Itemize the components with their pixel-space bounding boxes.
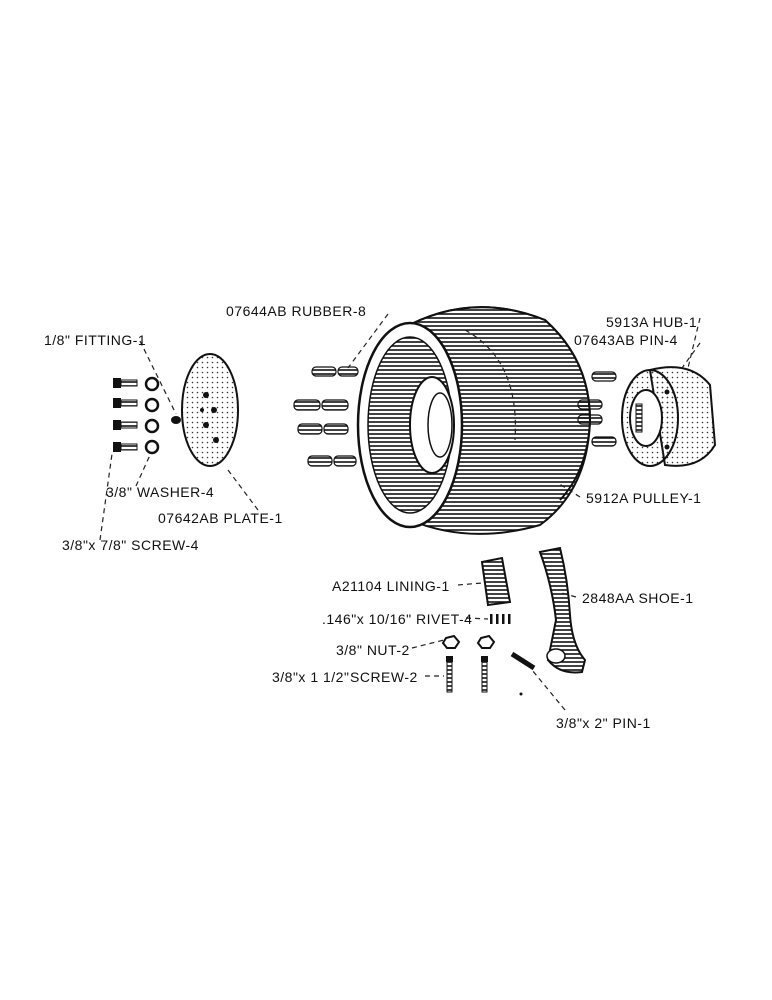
pulley — [356, 306, 592, 535]
screw — [113, 420, 138, 430]
rubber — [337, 366, 359, 377]
label-nut: 3/8" NUT-2 — [336, 642, 410, 658]
label-rubber: 07644AB RUBBER-8 — [226, 303, 366, 319]
nut — [441, 634, 461, 649]
screws-4 — [113, 378, 138, 452]
screw — [113, 398, 138, 408]
labels: 07644AB RUBBER-8 5913A HUB-1 07643AB PIN… — [44, 303, 701, 731]
screw — [481, 656, 488, 693]
washers-4 — [144, 376, 160, 455]
screws-2 — [446, 656, 488, 693]
label-lining: A21104 LINING-1 — [332, 578, 450, 594]
screw — [113, 378, 138, 388]
rubber — [333, 455, 357, 467]
nut — [476, 634, 496, 649]
rivets — [490, 614, 511, 624]
label-shoe: 2848AA SHOE-1 — [582, 590, 694, 606]
label-pin4: 07643AB PIN-4 — [574, 332, 678, 348]
washer — [144, 418, 160, 434]
washer — [144, 439, 160, 455]
rivet — [496, 614, 499, 624]
lining — [480, 556, 512, 607]
shoe — [538, 546, 587, 674]
fitting — [171, 416, 181, 424]
washer — [144, 397, 160, 413]
label-rivet: .146"x 10/16" RIVET-4 — [322, 611, 472, 627]
label-screw2: SCREW-2 — [350, 669, 418, 685]
hub-pin — [577, 414, 603, 425]
nuts — [441, 634, 496, 649]
leader-lines — [99, 313, 701, 711]
hub-pin — [591, 371, 617, 382]
label-hub: 5913A HUB-1 — [606, 314, 697, 330]
rubbers — [293, 366, 359, 467]
rivet — [502, 614, 505, 624]
rubber — [307, 455, 333, 467]
hub-pins — [577, 371, 617, 447]
plate — [181, 353, 239, 467]
label-screw2-size: 3/8"x 1 1/2" — [272, 669, 349, 685]
label-fitting: 1/8" FITTING-1 — [44, 332, 146, 348]
rivet — [508, 614, 511, 624]
hub-pin — [591, 436, 617, 447]
hub-pin — [577, 399, 603, 410]
rubber — [321, 399, 349, 411]
rubber — [311, 366, 337, 377]
label-pulley: 5912A PULLEY-1 — [586, 490, 701, 506]
rubber — [297, 423, 323, 435]
label-washer: 3/8" WASHER-4 — [106, 484, 214, 500]
label-pin1: 3/8"x 2" PIN-1 — [556, 715, 651, 731]
rubber — [293, 399, 321, 411]
hub — [621, 366, 717, 467]
shoe-pin — [510, 651, 536, 696]
label-plate: 07642AB PLATE-1 — [158, 510, 283, 526]
rubber — [323, 423, 349, 435]
screw — [446, 656, 453, 693]
screw — [113, 442, 138, 452]
rivet — [490, 614, 493, 624]
label-screw4: 3/8"x 7/8" SCREW-4 — [62, 537, 199, 553]
washer — [144, 376, 160, 392]
